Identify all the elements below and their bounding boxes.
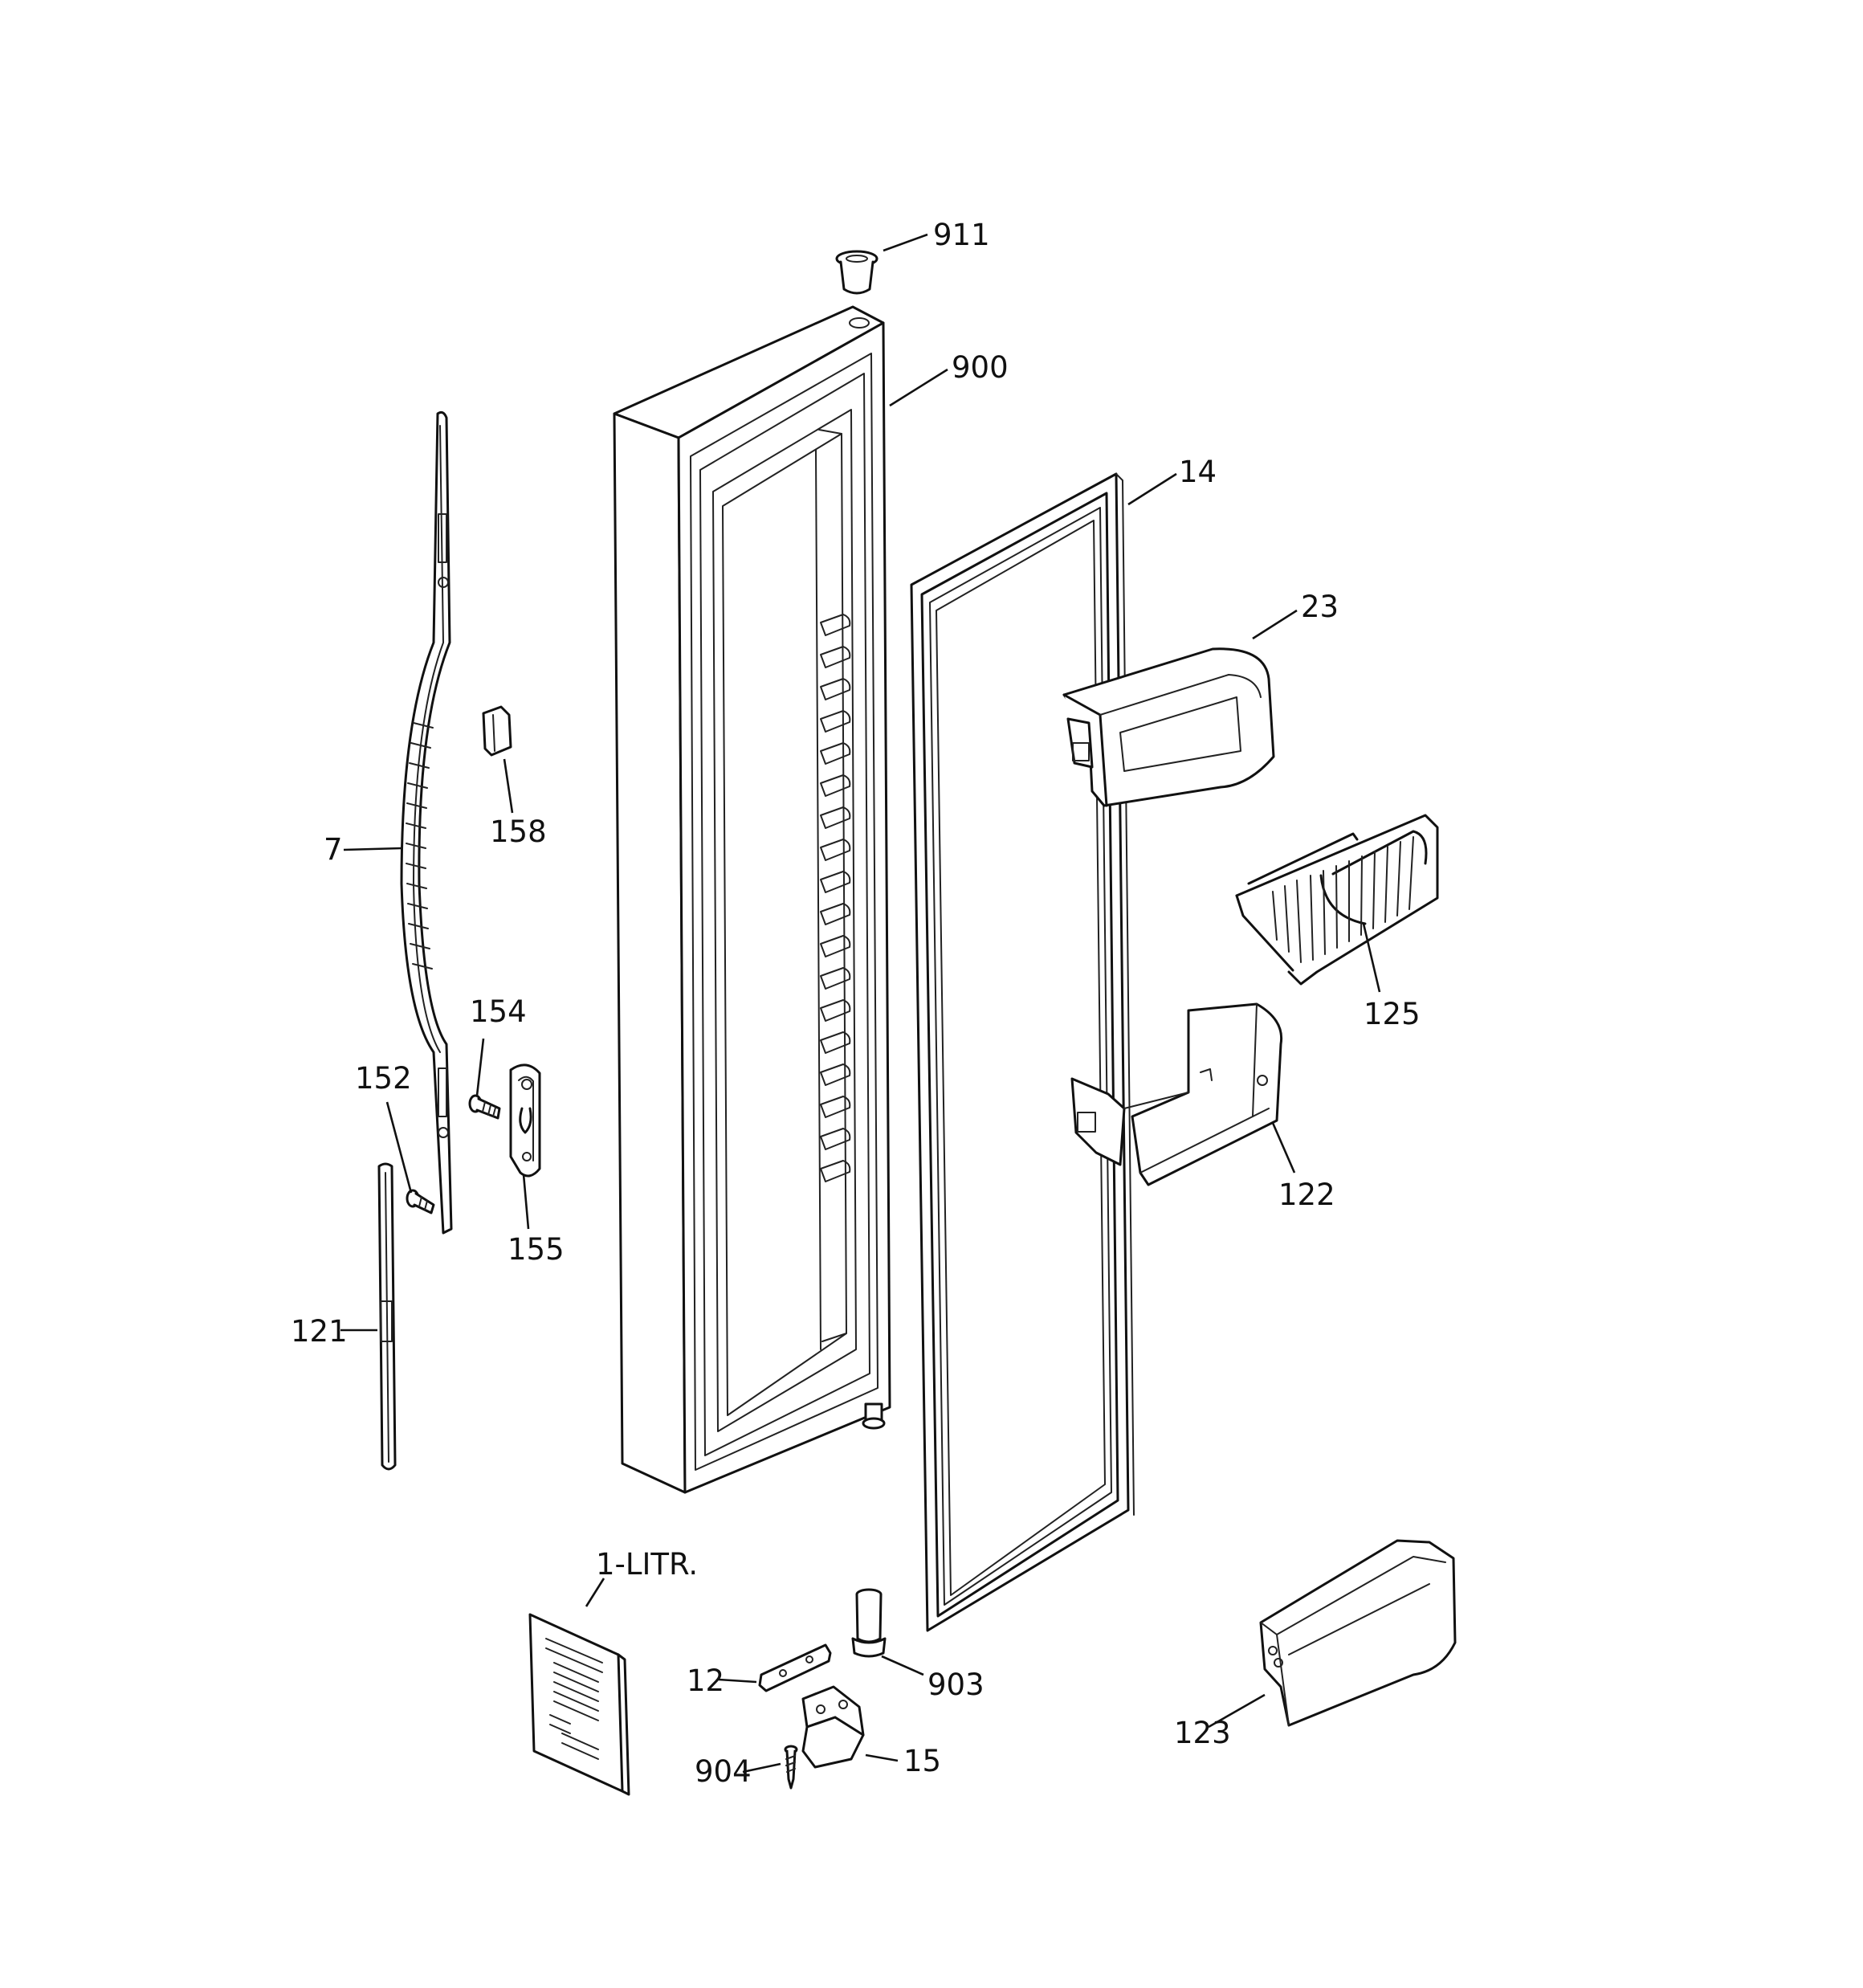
part-155-bracket — [509, 1063, 541, 1178]
part-904-screw — [784, 1745, 798, 1790]
part-7-door-handle — [400, 410, 453, 1235]
part-152-screw — [406, 1189, 435, 1214]
part-158-clip — [482, 705, 512, 757]
part-911-bushing — [835, 250, 879, 295]
label-12: 12 — [687, 1663, 724, 1698]
label-900: 900 — [952, 350, 1009, 385]
part-154-screw — [468, 1094, 501, 1120]
label-123: 123 — [1174, 1716, 1231, 1750]
label-154: 154 — [470, 994, 527, 1029]
label-903: 903 — [927, 1668, 984, 1702]
part-122-middle-door-bin — [1070, 1002, 1283, 1186]
part-12-plate — [758, 1643, 832, 1692]
part-14-door-gasket — [910, 472, 1135, 1632]
part-900-door-panel — [613, 305, 891, 1494]
door-shelf-clips — [820, 614, 851, 1182]
label-121: 121 — [291, 1314, 348, 1349]
part-123-lower-door-bin — [1259, 1539, 1457, 1727]
label-1-litr: 1-LITR. — [596, 1547, 698, 1582]
part-1-litr-literature — [528, 1613, 630, 1796]
leader-lines — [340, 233, 1381, 1774]
wire-shelf-rods — [1272, 836, 1414, 963]
label-155: 155 — [508, 1232, 565, 1267]
label-14: 14 — [1179, 455, 1217, 489]
label-158: 158 — [490, 814, 547, 849]
label-15: 15 — [903, 1744, 941, 1778]
label-904: 904 — [695, 1754, 752, 1789]
part-23-upper-door-bin — [1062, 647, 1275, 807]
handle-grip-ribs — [406, 722, 434, 970]
label-7: 7 — [324, 832, 343, 867]
label-152: 152 — [355, 1061, 412, 1096]
label-911: 911 — [933, 218, 990, 252]
label-125: 125 — [1364, 997, 1421, 1031]
part-15-bottom-hinge — [801, 1685, 865, 1769]
part-labels: 911 900 14 23 158 7 125 154 152 155 122 … — [291, 218, 1421, 1789]
label-122: 122 — [1278, 1178, 1335, 1212]
label-23: 23 — [1301, 590, 1339, 624]
part-125-wire-shelf — [1235, 814, 1439, 986]
literature-text-lines — [545, 1638, 603, 1760]
part-903-hinge-pin — [851, 1588, 887, 1658]
part-121-trim-strip — [377, 1162, 397, 1471]
